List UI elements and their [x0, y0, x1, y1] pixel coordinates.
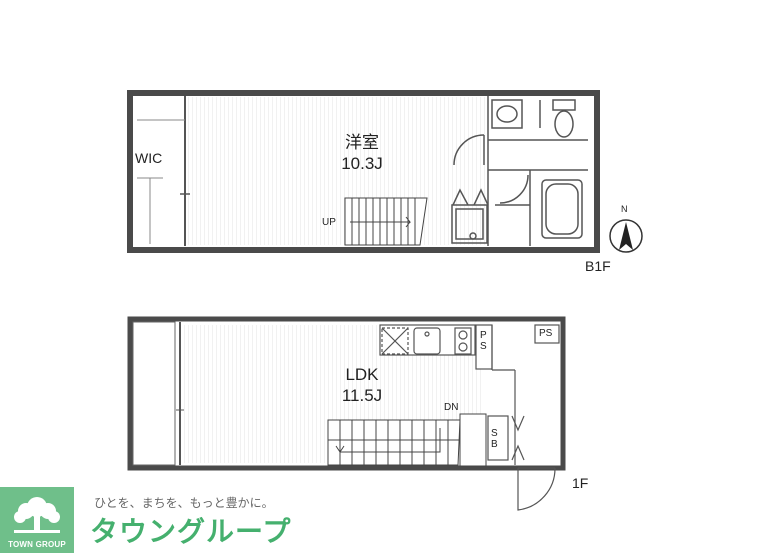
entrance-area [487, 324, 560, 511]
compass [609, 219, 643, 253]
f1-room-name: LDK [345, 365, 379, 384]
company-slogan: ひとを、まちを、もっと豊かに。 [94, 496, 274, 510]
b1-room-size: 10.3J [341, 154, 383, 173]
b1-floor-label: B1F [585, 258, 611, 274]
f1-room-size: 11.5J [341, 386, 383, 405]
b1-wet-area [180, 96, 588, 246]
f1-room: LDK 11.5J [332, 364, 392, 406]
logo-text: TOWN GROUP [8, 540, 66, 549]
b1-outer-wall [127, 90, 600, 253]
shoe-box-label: S B [491, 428, 498, 450]
b1-room: 洋室 10.3J [332, 132, 392, 174]
wic-label: WIC [135, 150, 162, 166]
north-arrow-icon [619, 222, 633, 250]
ps-top-label: PS [539, 328, 553, 339]
f1-floor-plan [127, 316, 566, 511]
f1-outer-wall [127, 316, 566, 471]
tree-icon [14, 497, 60, 533]
b1-room-floor [188, 97, 486, 245]
balcony [132, 321, 176, 466]
f1-stairs [327, 413, 487, 467]
f1-floor-label: 1F [572, 475, 589, 491]
kitchen [379, 324, 493, 370]
b1-stairs [344, 197, 428, 246]
company-name: タウングループ [90, 516, 292, 547]
b1-floor-plan: WIC [127, 90, 600, 253]
north-label: N [621, 204, 628, 214]
compass-circle [609, 219, 643, 253]
company-logo: TOWN GROUP [0, 487, 74, 553]
ps-small-label: P S [480, 330, 487, 352]
f1-stairs-label: DN [444, 402, 459, 413]
b1-room-name: 洋室 [345, 133, 379, 152]
b1-stairs-label: UP [322, 217, 336, 228]
